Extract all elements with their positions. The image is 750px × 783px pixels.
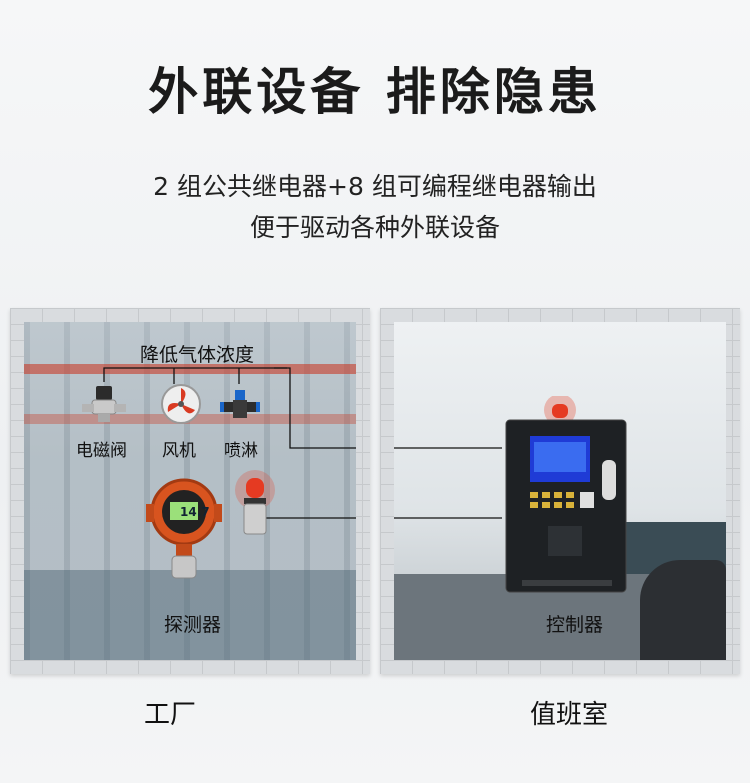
detector-reading: 14.7 [180, 505, 210, 519]
factory-scene: 降低气体浓度 [24, 322, 356, 660]
alarm-beacon-icon [232, 468, 278, 540]
solenoid-valve-label: 电磁阀 [76, 441, 127, 461]
subtitle-line-2: 便于驱动各种外联设备 [249, 213, 500, 242]
factory-caption: 工厂 [144, 700, 197, 730]
operator-silhouette [640, 560, 726, 660]
controller-label: 控制器 [546, 614, 604, 636]
sprinkler-icon [220, 390, 260, 424]
page-title: 外联设备 排除隐患 [148, 63, 602, 121]
control-room-caption: 值班室 [530, 700, 609, 730]
factory-panel: 降低气体浓度 [10, 308, 370, 674]
gas-reduction-label: 降低气体浓度 [140, 344, 255, 366]
gas-detector-icon [146, 472, 222, 582]
controller-icon [502, 396, 632, 596]
crane-beam [24, 364, 356, 374]
machinery-floor [24, 570, 356, 660]
solenoid-valve-icon [80, 384, 128, 426]
control-room-panel: 控制器 [380, 308, 740, 674]
control-room-scene: 控制器 [394, 322, 726, 660]
detector-label: 探测器 [164, 614, 222, 636]
connection-lines [394, 447, 502, 519]
connection-lines [103, 367, 356, 519]
sprinkler-label: 喷淋 [224, 441, 258, 461]
fan-icon [160, 382, 202, 426]
subtitle-line-1: 2 组公共继电器+8 组可编程继电器输出 [153, 172, 597, 201]
fan-label: 风机 [162, 441, 196, 461]
